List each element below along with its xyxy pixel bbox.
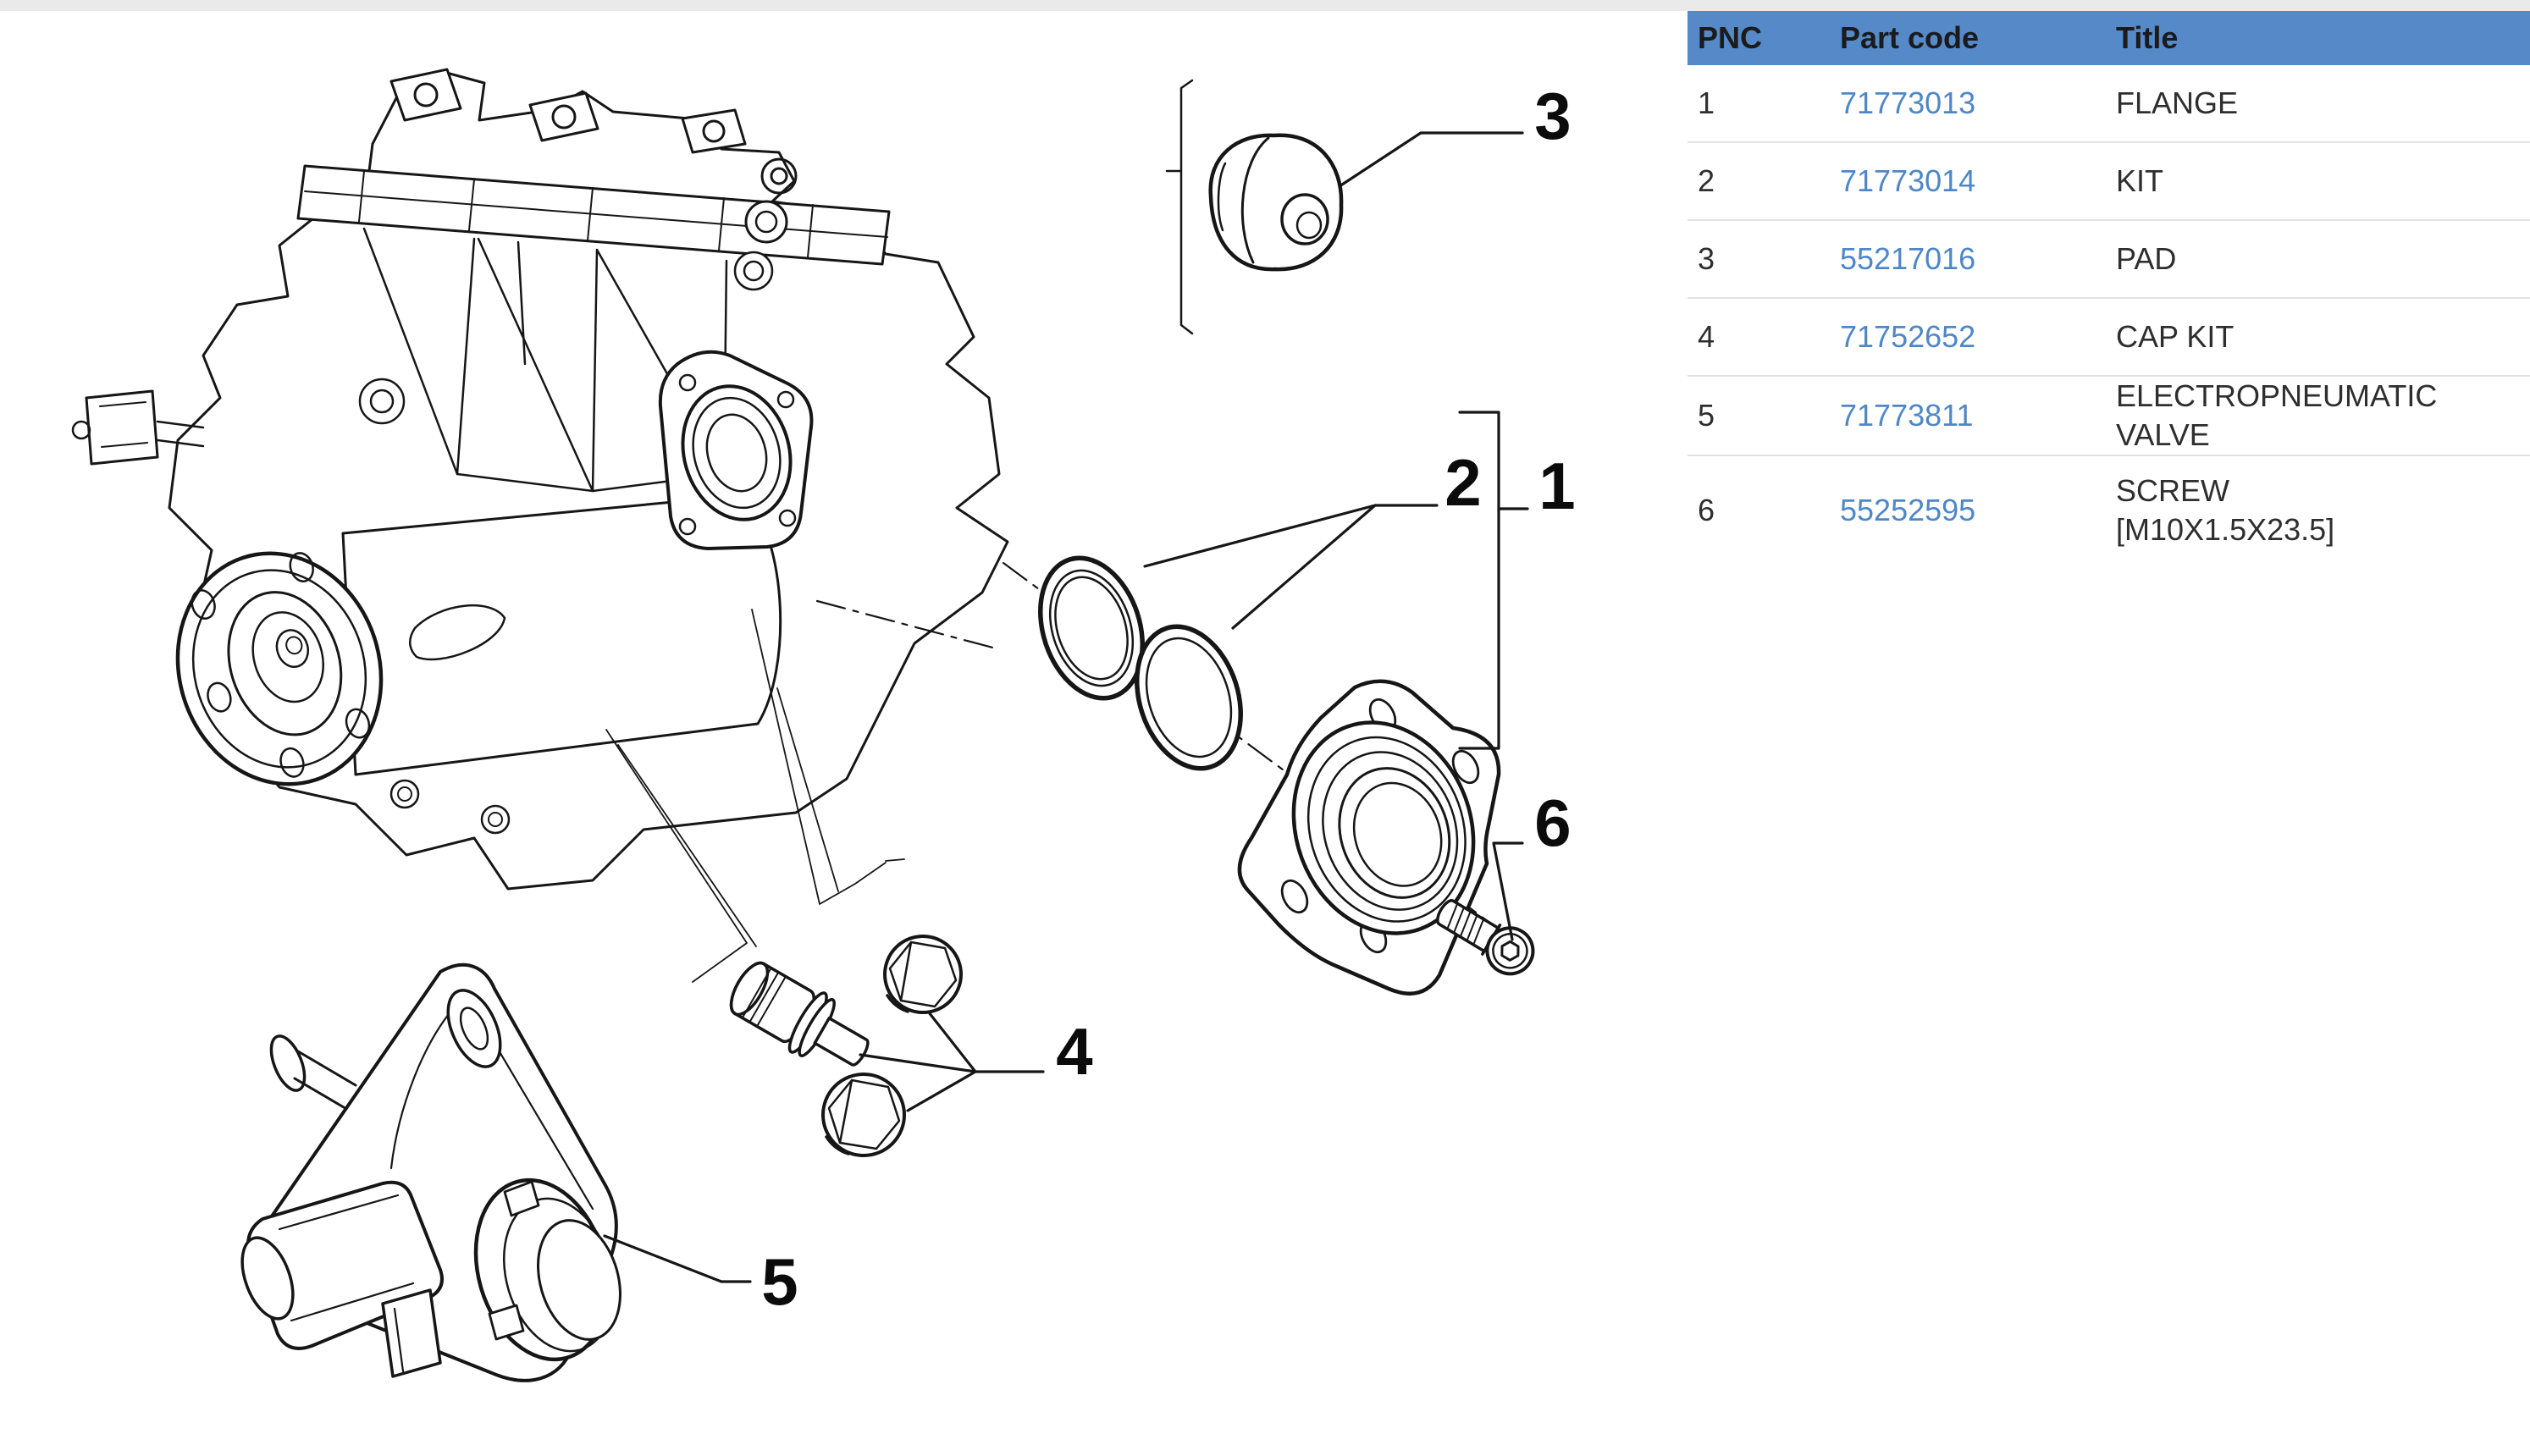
title-cell: PAD [2116, 241, 2177, 276]
part-code-link[interactable]: 71773013 [1840, 85, 1976, 120]
title-cell: ELECTROPNEUMATIC VALVE [2116, 378, 2438, 452]
parts-table-header: PNC Part code Title [1688, 11, 2530, 65]
col-header-pnc: PNC [1698, 20, 1763, 55]
callout-3: 3 [1534, 79, 1571, 153]
leader-lines [603, 79, 1529, 1283]
part-code-link[interactable]: 71752652 [1840, 319, 1976, 354]
parts-table: PNC Part code Title 1 71773013 FLANGE 2 … [1688, 11, 2530, 565]
part-code-link[interactable]: 71773811 [1840, 398, 1974, 433]
table-row: 5 71773811 ELECTROPNEUMATIC VALVE [1688, 377, 2530, 456]
part-code-cell: 71773014 [1840, 163, 2116, 199]
flange-drawing [1237, 679, 1501, 996]
pnc-cell: 5 [1698, 398, 1715, 433]
part-code-link[interactable]: 55252595 [1840, 493, 1976, 527]
pnc-cell: 6 [1698, 493, 1715, 527]
part-code-cell: 55217016 [1840, 241, 2116, 277]
housing-drawing [71, 68, 1009, 891]
table-row: 1 71773013 FLANGE [1688, 65, 2530, 143]
part-code-cell: 71773013 [1840, 85, 2116, 121]
pnc-cell: 2 [1698, 163, 1715, 198]
part-code-cell: 55252595 [1840, 493, 2116, 528]
screw-drawing [1436, 899, 1535, 976]
part-code-link[interactable]: 71773014 [1840, 163, 1976, 198]
title-cell: FLANGE [2116, 85, 2239, 120]
top-divider-strip [0, 0, 2530, 11]
title-line-1: SCREW [2116, 473, 2229, 508]
col-header-title: Title [2116, 20, 2179, 55]
title-line-2: [M10X1.5X23.5] [2116, 512, 2335, 547]
cap-drawing [1208, 133, 1344, 272]
table-row: 2 71773014 KIT [1688, 143, 2530, 221]
title-cell: CAP KIT [2116, 319, 2234, 354]
col-header-part-code: Part code [1840, 20, 1980, 55]
oring-drawing [1038, 555, 1243, 771]
plug-drawing [821, 935, 963, 1157]
callout-6: 6 [1534, 786, 1571, 860]
valve-drawing [240, 962, 621, 1382]
part-code-link[interactable]: 55217016 [1840, 241, 1976, 276]
stud-drawing [729, 961, 870, 1067]
pnc-cell: 3 [1698, 241, 1715, 276]
callout-4: 4 [1056, 1014, 1092, 1089]
exploded-parts-diagram: 1 2 3 4 5 6 [0, 11, 1685, 1456]
callout-1: 1 [1538, 449, 1575, 523]
title-cell: KIT [2116, 163, 2164, 198]
pnc-cell: 4 [1698, 319, 1715, 354]
part-code-cell: 71773811 [1840, 398, 2116, 433]
callout-5: 5 [761, 1244, 798, 1319]
callout-2: 2 [1445, 445, 1481, 520]
title-cell: SCREW [M10X1.5X23.5] [2116, 472, 2530, 549]
table-row: 3 55217016 PAD [1688, 221, 2530, 299]
table-row: 6 55252595 SCREW [M10X1.5X23.5] [1688, 456, 2530, 565]
reference-lines [605, 609, 905, 983]
part-code-cell: 71752652 [1840, 319, 2116, 355]
diagram-line-art [71, 68, 1535, 1382]
table-row: 4 71752652 CAP KIT [1688, 299, 2530, 377]
pnc-cell: 1 [1698, 85, 1715, 120]
